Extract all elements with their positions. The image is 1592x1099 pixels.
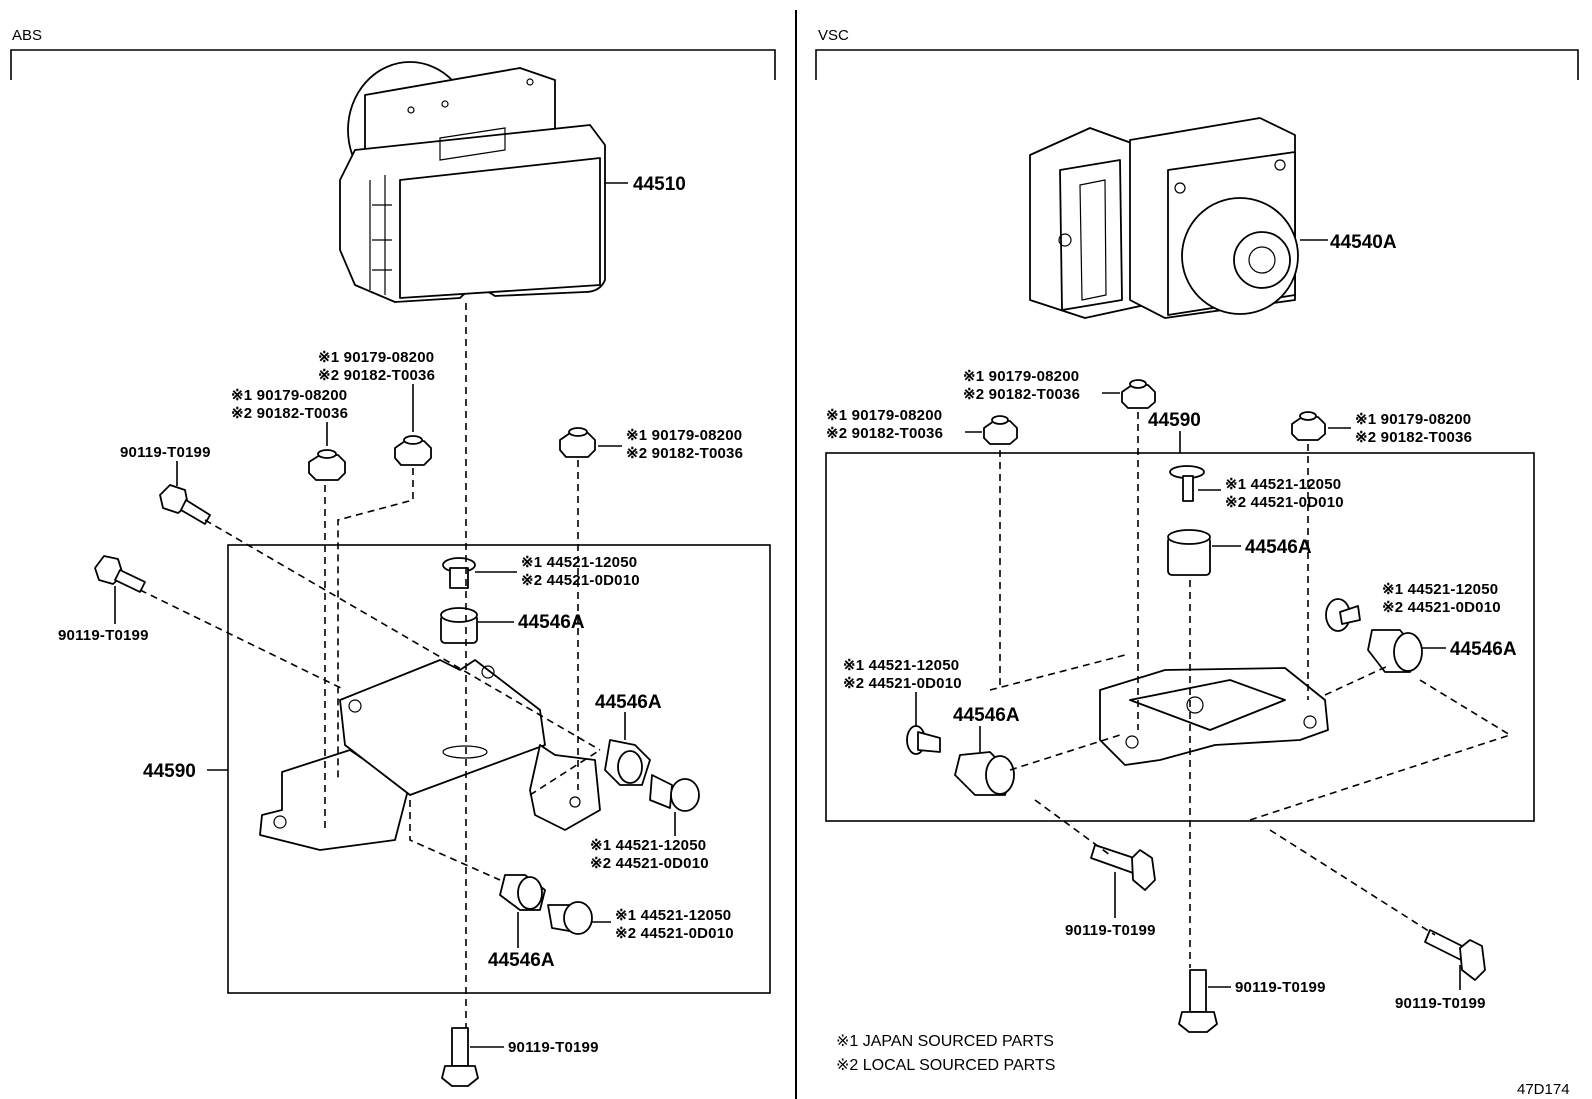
vsc-cushion-right-icon	[1367, 629, 1423, 673]
abs-nut-b-line1: ※1 90179-08200	[318, 349, 434, 366]
vsc-section-bracket	[815, 49, 1579, 80]
vsc-collar-left-line1: ※1 44521-12050	[843, 657, 959, 674]
abs-bolt-bottom-label: 90119-T0199	[508, 1039, 599, 1056]
abs-collar-right-line1: ※1 44521-12050	[590, 837, 706, 854]
abs-bracket-label: 44590	[143, 761, 196, 782]
abs-actuator-label: 44510	[633, 174, 686, 195]
vsc-collar-top-icon	[1169, 465, 1205, 502]
abs-nut-c-line1: ※1 90179-08200	[626, 427, 742, 444]
vsc-cushion-left-icon	[954, 751, 1015, 796]
abs-nut-a-line1: ※1 90179-08200	[231, 387, 347, 404]
vsc-nut-top-icon	[1121, 379, 1156, 409]
abs-nut-a-line2: ※2 90182-T0036	[231, 405, 348, 422]
vsc-collar-top-line1: ※1 44521-12050	[1225, 476, 1341, 493]
abs-cushion-bottom-label: 44546A	[488, 950, 555, 971]
section-title-abs: ABS	[12, 27, 42, 44]
vsc-collar-left-line2: ※2 44521-0D010	[843, 675, 962, 692]
vsc-nut-right-line2: ※2 90182-T0036	[1355, 429, 1472, 446]
vsc-actuator-icon	[1029, 117, 1299, 319]
abs-bolt-top-left-icon	[159, 484, 211, 525]
abs-collar-right-icon	[649, 774, 700, 812]
abs-cushion-top-icon	[440, 607, 478, 644]
abs-cushion-right-label: 44546A	[595, 692, 662, 713]
vsc-bracket-icon	[1099, 667, 1329, 766]
vsc-collar-top-line2: ※2 44521-0D010	[1225, 494, 1344, 511]
vsc-nut-right-line1: ※1 90179-08200	[1355, 411, 1471, 428]
abs-collar-bottom-line1: ※1 44521-12050	[615, 907, 731, 924]
vsc-bracket-box	[825, 452, 1535, 822]
abs-bracket-box	[227, 544, 771, 994]
abs-cushion-top-label: 44546A	[518, 612, 585, 633]
legend-japan: ※1 JAPAN SOURCED PARTS	[836, 1033, 1054, 1050]
abs-collar-right-line2: ※2 44521-0D010	[590, 855, 709, 872]
abs-cushion-bottom-icon	[499, 874, 546, 911]
abs-bolt-bottom-icon	[441, 1027, 479, 1087]
abs-collar-bottom-line2: ※2 44521-0D010	[615, 925, 734, 942]
vsc-cushion-top-icon	[1167, 529, 1211, 576]
vsc-collar-left-icon	[906, 725, 941, 755]
diagram-code: 47D174	[1517, 1081, 1570, 1098]
vsc-nut-top-line2: ※2 90182-T0036	[963, 386, 1080, 403]
abs-collar-bottom-icon	[547, 901, 593, 935]
vsc-cushion-right-label: 44546A	[1450, 639, 1517, 660]
vsc-nut-top-line1: ※1 90179-08200	[963, 368, 1079, 385]
legend-local: ※2 LOCAL SOURCED PARTS	[836, 1057, 1055, 1074]
vsc-bolt-center-label: 90119-T0199	[1065, 922, 1156, 939]
vsc-nut-left-icon	[983, 415, 1018, 445]
vsc-bolt-bottom-icon	[1178, 969, 1218, 1033]
abs-bracket-icon	[259, 659, 601, 851]
vsc-cushion-left-label: 44546A	[953, 705, 1020, 726]
abs-collar-top-icon	[442, 557, 476, 589]
vsc-collar-right-line2: ※2 44521-0D010	[1382, 599, 1501, 616]
abs-actuator-icon	[339, 61, 606, 303]
abs-cushion-right-icon	[604, 739, 651, 786]
abs-nut-a-icon	[308, 449, 346, 481]
vsc-collar-right-icon	[1325, 598, 1361, 632]
vsc-nut-right-icon	[1291, 411, 1326, 441]
abs-nut-c-line2: ※2 90182-T0036	[626, 445, 743, 462]
vsc-cushion-top-label: 44546A	[1245, 537, 1312, 558]
abs-bolt-left-icon	[94, 555, 146, 593]
abs-collar-top-line1: ※1 44521-12050	[521, 554, 637, 571]
vsc-bolt-bottom-label: 90119-T0199	[1235, 979, 1326, 996]
vsc-bolt-center-icon	[1090, 844, 1156, 891]
vsc-actuator-label: 44540A	[1330, 232, 1397, 253]
abs-section-bracket	[10, 49, 776, 80]
vsc-bolt-right-label: 90119-T0199	[1395, 995, 1486, 1012]
vsc-bracket-label: 44590	[1148, 410, 1201, 431]
vsc-bolt-right-icon	[1424, 929, 1486, 981]
vsc-guide-lines	[989, 412, 1512, 968]
vsc-nut-left-line1: ※1 90179-08200	[826, 407, 942, 424]
abs-nut-b-icon	[394, 435, 432, 466]
section-title-vsc: VSC	[818, 27, 849, 44]
abs-nut-c-icon	[559, 427, 596, 458]
abs-bolt-top-left-label: 90119-T0199	[120, 444, 211, 461]
abs-guide-lines	[139, 303, 601, 1028]
abs-nut-b-line2: ※2 90182-T0036	[318, 367, 435, 384]
abs-bolt-left-label: 90119-T0199	[58, 627, 149, 644]
abs-collar-top-line2: ※2 44521-0D010	[521, 572, 640, 589]
vsc-collar-right-line1: ※1 44521-12050	[1382, 581, 1498, 598]
vsc-nut-left-line2: ※2 90182-T0036	[826, 425, 943, 442]
